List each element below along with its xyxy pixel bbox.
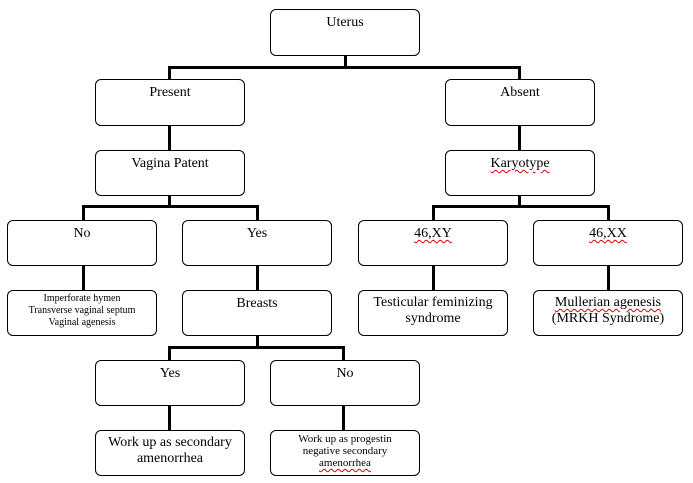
node-46xx: 46,XX bbox=[533, 220, 683, 266]
testicular-line-1: Testicular feminizing bbox=[373, 295, 493, 310]
node-no-vagina: No bbox=[7, 220, 157, 266]
connector-to-46xy bbox=[432, 205, 435, 220]
node-yes-vagina-label: Yes bbox=[246, 226, 268, 241]
connector-46xy-testicular bbox=[432, 266, 435, 290]
connector-to-no-vagina bbox=[82, 205, 85, 220]
connector-karyotype-bar bbox=[432, 205, 610, 208]
obstruction-line-3: Vaginal agenesis bbox=[48, 317, 116, 328]
connector-uterus-bar bbox=[168, 66, 521, 69]
node-vagina-patent-label: Vagina Patent bbox=[131, 156, 209, 171]
node-no-breasts: No bbox=[270, 360, 420, 406]
node-present: Present bbox=[95, 79, 245, 126]
node-present-label: Present bbox=[149, 85, 191, 100]
mullerian-line-1: Mullerian agenesis bbox=[554, 295, 662, 310]
node-yes-breasts: Yes bbox=[95, 360, 245, 406]
node-karyotype: Karyotype bbox=[445, 150, 595, 196]
progestin-line-3: amenorrhea bbox=[319, 457, 371, 469]
connector-karyotype-down bbox=[518, 196, 521, 206]
connector-vagina-bar bbox=[82, 205, 259, 208]
secondary-line-1: Work up as secondary bbox=[108, 435, 232, 450]
connector-no-obstruction bbox=[82, 266, 85, 290]
connector-to-yes-vagina bbox=[256, 205, 259, 220]
node-yes-breasts-label: Yes bbox=[159, 366, 181, 381]
node-uterus: Uterus bbox=[270, 9, 420, 56]
node-testicular-feminizing: Testicular feminizing syndrome bbox=[358, 290, 508, 336]
node-46xy: 46,XY bbox=[358, 220, 508, 266]
connector-present-vagina bbox=[168, 126, 171, 150]
connector-to-46xx bbox=[607, 205, 610, 220]
connector-46xx-mullerian bbox=[607, 266, 610, 290]
node-vagina-patent: Vagina Patent bbox=[95, 150, 245, 196]
connector-breasts-down bbox=[256, 336, 259, 348]
connector-to-no-breasts bbox=[342, 346, 345, 360]
connector-to-absent bbox=[518, 66, 521, 79]
node-yes-vagina: Yes bbox=[182, 220, 332, 266]
connector-to-yes-breasts bbox=[168, 346, 171, 360]
node-secondary-workup: Work up as secondary amenorrhea bbox=[95, 430, 245, 476]
node-breasts-label: Breasts bbox=[236, 296, 278, 311]
connector-uterus-down bbox=[344, 56, 347, 68]
obstruction-line-2: Transverse vaginal septum bbox=[28, 305, 136, 316]
node-46xy-label: 46,XY bbox=[414, 226, 452, 241]
connector-absent-karyotype bbox=[518, 126, 521, 150]
connector-breasts-bar bbox=[168, 346, 344, 349]
node-46xx-label: 46,XX bbox=[589, 226, 627, 241]
secondary-line-2: amenorrhea bbox=[136, 451, 204, 466]
node-mullerian-agenesis: Mullerian agenesis (MRKH Syndrome) bbox=[533, 290, 683, 336]
node-progestin-negative: Work up as progestin negative secondary … bbox=[270, 430, 420, 476]
connector-vagina-down bbox=[168, 196, 171, 206]
node-uterus-label: Uterus bbox=[326, 15, 364, 30]
connector-yes-breasts bbox=[256, 266, 259, 290]
connector-yes-secondary bbox=[168, 406, 171, 430]
connector-no-progestin bbox=[342, 406, 345, 430]
connector-to-present bbox=[168, 66, 171, 79]
obstruction-line-1: Imperforate hymen bbox=[43, 293, 121, 304]
node-absent: Absent bbox=[445, 79, 595, 126]
progestin-line-1: Work up as progestin bbox=[298, 433, 392, 445]
node-outflow-obstruction: Imperforate hymen Transverse vaginal sep… bbox=[7, 290, 157, 336]
node-no-vagina-label: No bbox=[73, 226, 91, 241]
progestin-line-2: negative secondary bbox=[302, 445, 388, 457]
mullerian-line-2: (MRKH Syndrome) bbox=[551, 311, 665, 326]
node-karyotype-label: Karyotype bbox=[490, 156, 550, 171]
node-breasts: Breasts bbox=[182, 290, 332, 336]
testicular-line-2: syndrome bbox=[405, 311, 461, 326]
node-absent-label: Absent bbox=[500, 85, 540, 100]
node-no-breasts-label: No bbox=[336, 366, 354, 381]
